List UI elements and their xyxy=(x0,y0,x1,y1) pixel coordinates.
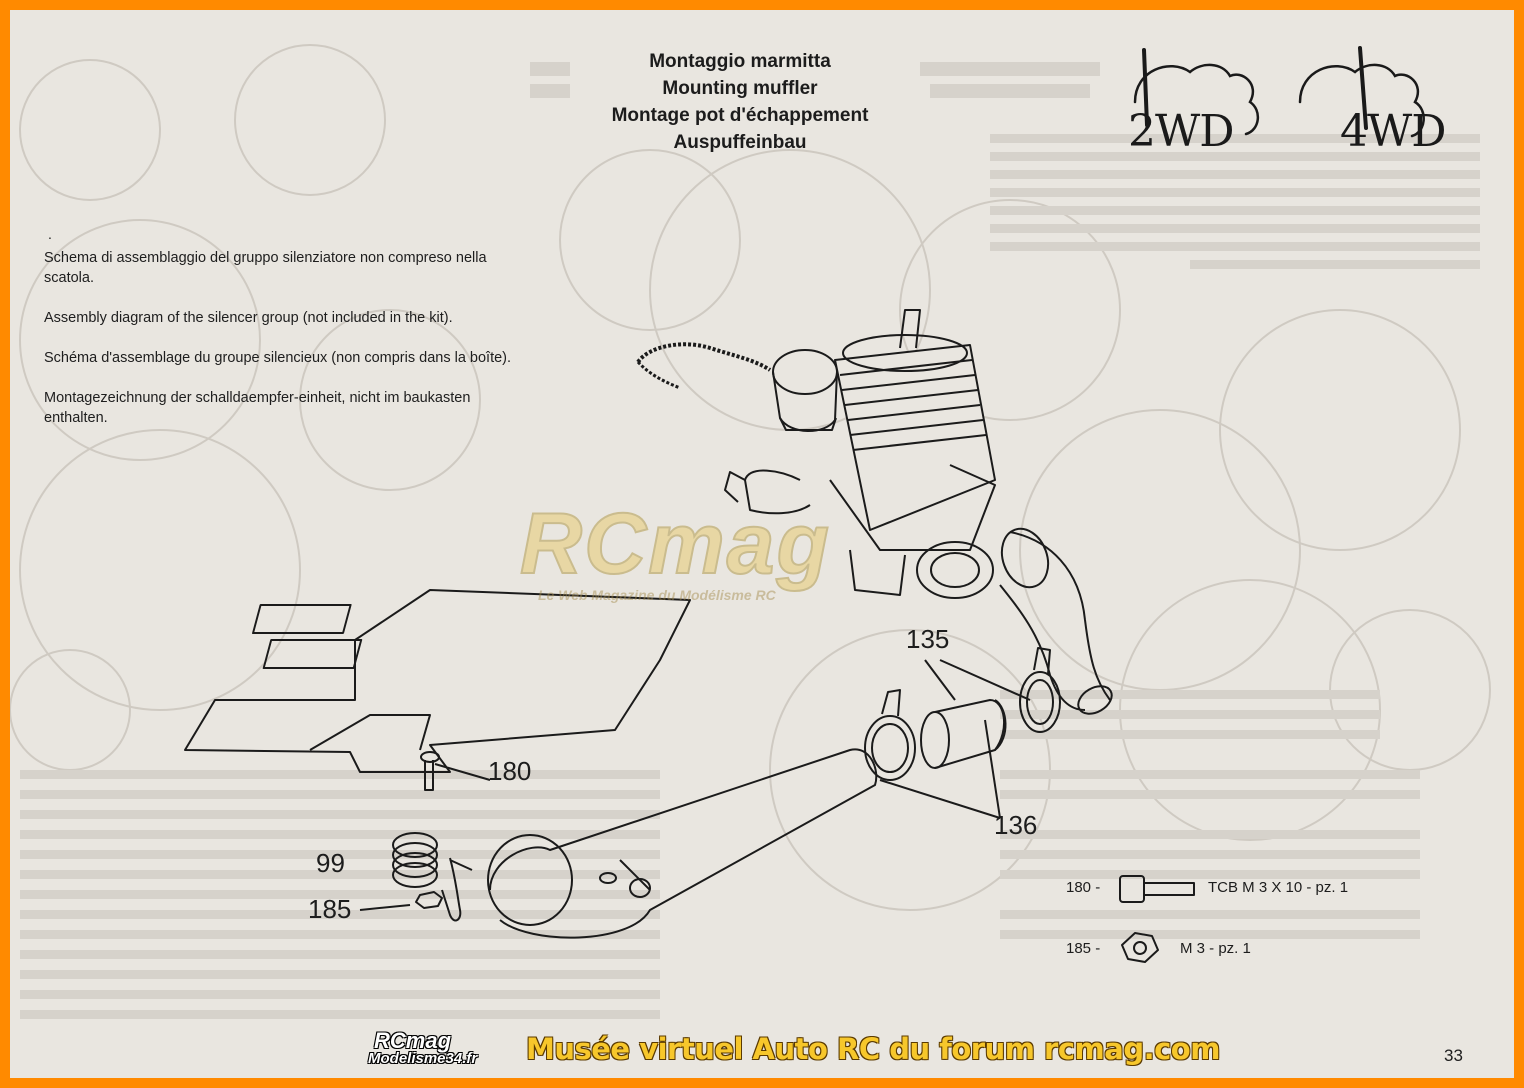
leader-135b xyxy=(939,659,1031,701)
stray-dot: . xyxy=(48,226,52,242)
leader-136 xyxy=(879,779,1001,819)
legend-180-number: 180 - xyxy=(1066,879,1101,896)
manual-page: Montaggio marmitta Mounting muffler Mont… xyxy=(10,10,1514,1078)
muffler-assembly-diagram xyxy=(184,309,1195,963)
intro-french: Schéma d'assemblage du groupe silencieux… xyxy=(44,350,512,366)
legend-screw-icon xyxy=(1119,875,1195,903)
page-number: 33 xyxy=(1444,1046,1463,1065)
intro-text: . Schema di assemblaggio del gruppo sile… xyxy=(44,226,514,448)
watermark-logo: RCmag xyxy=(519,495,832,593)
intro-italian: Schema di assemblaggio del gruppo silenz… xyxy=(44,250,487,286)
screw-180 xyxy=(420,751,491,791)
badge-2wd: 2WD xyxy=(1128,106,1234,157)
footer-logo-rcmag: RCmag xyxy=(374,1028,452,1053)
part-label-136: 136 xyxy=(994,810,1038,840)
title-english: Mounting muffler xyxy=(662,78,818,99)
clamp-left xyxy=(864,689,916,781)
part-label-135: 135 xyxy=(906,624,950,654)
chassis-plate xyxy=(184,589,691,773)
air-filter xyxy=(772,349,838,432)
footer-banner: Musée virtuel Auto RC du forum rcmag.com xyxy=(526,1032,1220,1066)
legend-nut-icon xyxy=(1121,932,1159,963)
spring-99 xyxy=(392,832,473,888)
part-label-180: 180 xyxy=(488,756,532,786)
nut-185 xyxy=(359,857,462,922)
engine-block xyxy=(724,309,996,599)
clamp-right xyxy=(1019,647,1061,733)
show-through-background xyxy=(10,44,1491,1019)
legend-185-number: 185 - xyxy=(1066,940,1101,957)
watermark-tagline: Le Web Magazine du Modélisme RC xyxy=(538,587,776,603)
page-title: Montaggio marmitta Mounting muffler Mont… xyxy=(570,48,910,156)
title-german: Auspuffeinbau xyxy=(673,132,807,153)
badge-4wd: 4WD xyxy=(1340,106,1446,157)
intro-german: Montagezeichnung der schalldaempfer-einh… xyxy=(44,390,471,426)
legend-185-desc: M 3 - pz. 1 xyxy=(1180,940,1251,957)
footer-logo-site: Modelisme34.fr xyxy=(368,1050,478,1067)
leader-135a xyxy=(924,659,956,701)
glow-wire xyxy=(636,342,772,372)
title-italian: Montaggio marmitta xyxy=(649,51,831,72)
intro-english: Assembly diagram of the silencer group (… xyxy=(44,310,453,326)
coupler-135 xyxy=(920,699,1007,769)
rcmag-watermark: RCmag Le Web Magazine du Modélisme RC xyxy=(519,495,1040,605)
footer-logo: RCmag Modelisme34.fr xyxy=(366,1028,526,1076)
part-label-185: 185 xyxy=(308,894,352,924)
silencer-can xyxy=(487,748,878,939)
title-french: Montage pot d'échappement xyxy=(611,105,869,126)
part-label-99: 99 xyxy=(316,848,345,878)
legend-180-desc: TCB M 3 X 10 - pz. 1 xyxy=(1208,879,1349,896)
